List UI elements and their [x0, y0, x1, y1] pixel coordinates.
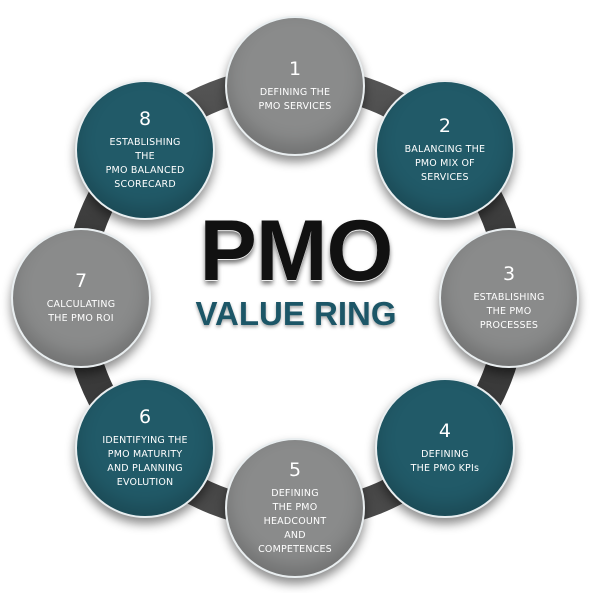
- node-label: ESTABLISHING THE PMO BALANCED SCORECARD: [106, 136, 185, 192]
- node-label: ESTABLISHING THE PMO PROCESSES: [473, 291, 544, 333]
- node-label-line: PMO MATURITY: [107, 448, 183, 460]
- node-label-line: EVOLUTION: [116, 476, 174, 488]
- node-label-line: THE PMO KPIs: [410, 462, 480, 474]
- node-label-line: ESTABLISHING: [473, 292, 545, 303]
- node-number: 8: [139, 108, 152, 131]
- node-label-line: SERVICES: [421, 172, 469, 184]
- node-number: 3: [502, 263, 516, 285]
- node-label: IDENTIFYING THE PMO MATURITY AND PLANNING E…: [102, 434, 187, 490]
- node-label-line: ESTABLISHING: [109, 137, 181, 149]
- node-label-line: THE PMO: [486, 306, 532, 317]
- node-number: 2: [438, 115, 451, 138]
- node-label-line: BALANCING THE: [404, 144, 486, 156]
- diagram-title: PMO: [199, 203, 394, 299]
- node-label-line: AND: [284, 530, 306, 541]
- node-label-line: THE PMO ROI: [48, 313, 114, 324]
- node-label: DEFINING THE PMO SERVICES: [259, 86, 332, 114]
- node-label: DEFINING THE PMO HEADCOUNT AND COMPETENCES: [258, 487, 332, 557]
- node-label-line: DEFINING: [271, 488, 319, 499]
- node-number: 5: [288, 459, 302, 481]
- node-label-line: DEFINING THE: [259, 87, 331, 98]
- node-label-line: AND PLANNING: [107, 462, 183, 474]
- node-label-line: PMO SERVICES: [258, 101, 332, 112]
- node-label-line: PMO MIX OF: [414, 158, 475, 170]
- node-label-line: CALCULATING: [46, 299, 116, 310]
- node-label: DEFINING THE PMO KPIs: [411, 448, 480, 476]
- node-label-line: DEFINING: [421, 448, 469, 460]
- node-number: 6: [139, 405, 152, 428]
- node-label-line: HEADCOUNT: [263, 516, 327, 527]
- node-number: 7: [74, 270, 88, 292]
- node-label-line: PMO BALANCED: [105, 165, 185, 177]
- node-label: BALANCING THE PMO MIX OF SERVICES: [405, 143, 486, 185]
- diagram-subtitle: VALUE RING: [195, 295, 397, 332]
- node-label-line: IDENTIFYING THE: [102, 434, 188, 446]
- node-label-line: THE PMO: [272, 502, 318, 513]
- node-label-line: THE: [135, 151, 155, 163]
- node-number: 4: [438, 419, 451, 442]
- node-number: 1: [288, 58, 302, 80]
- node-label-line: COMPETENCES: [258, 544, 332, 555]
- node-label-line: SCORECARD: [114, 179, 176, 191]
- node-label: CALCULATING THE PMO ROI: [47, 298, 116, 326]
- node-label-line: PROCESSES: [479, 320, 539, 331]
